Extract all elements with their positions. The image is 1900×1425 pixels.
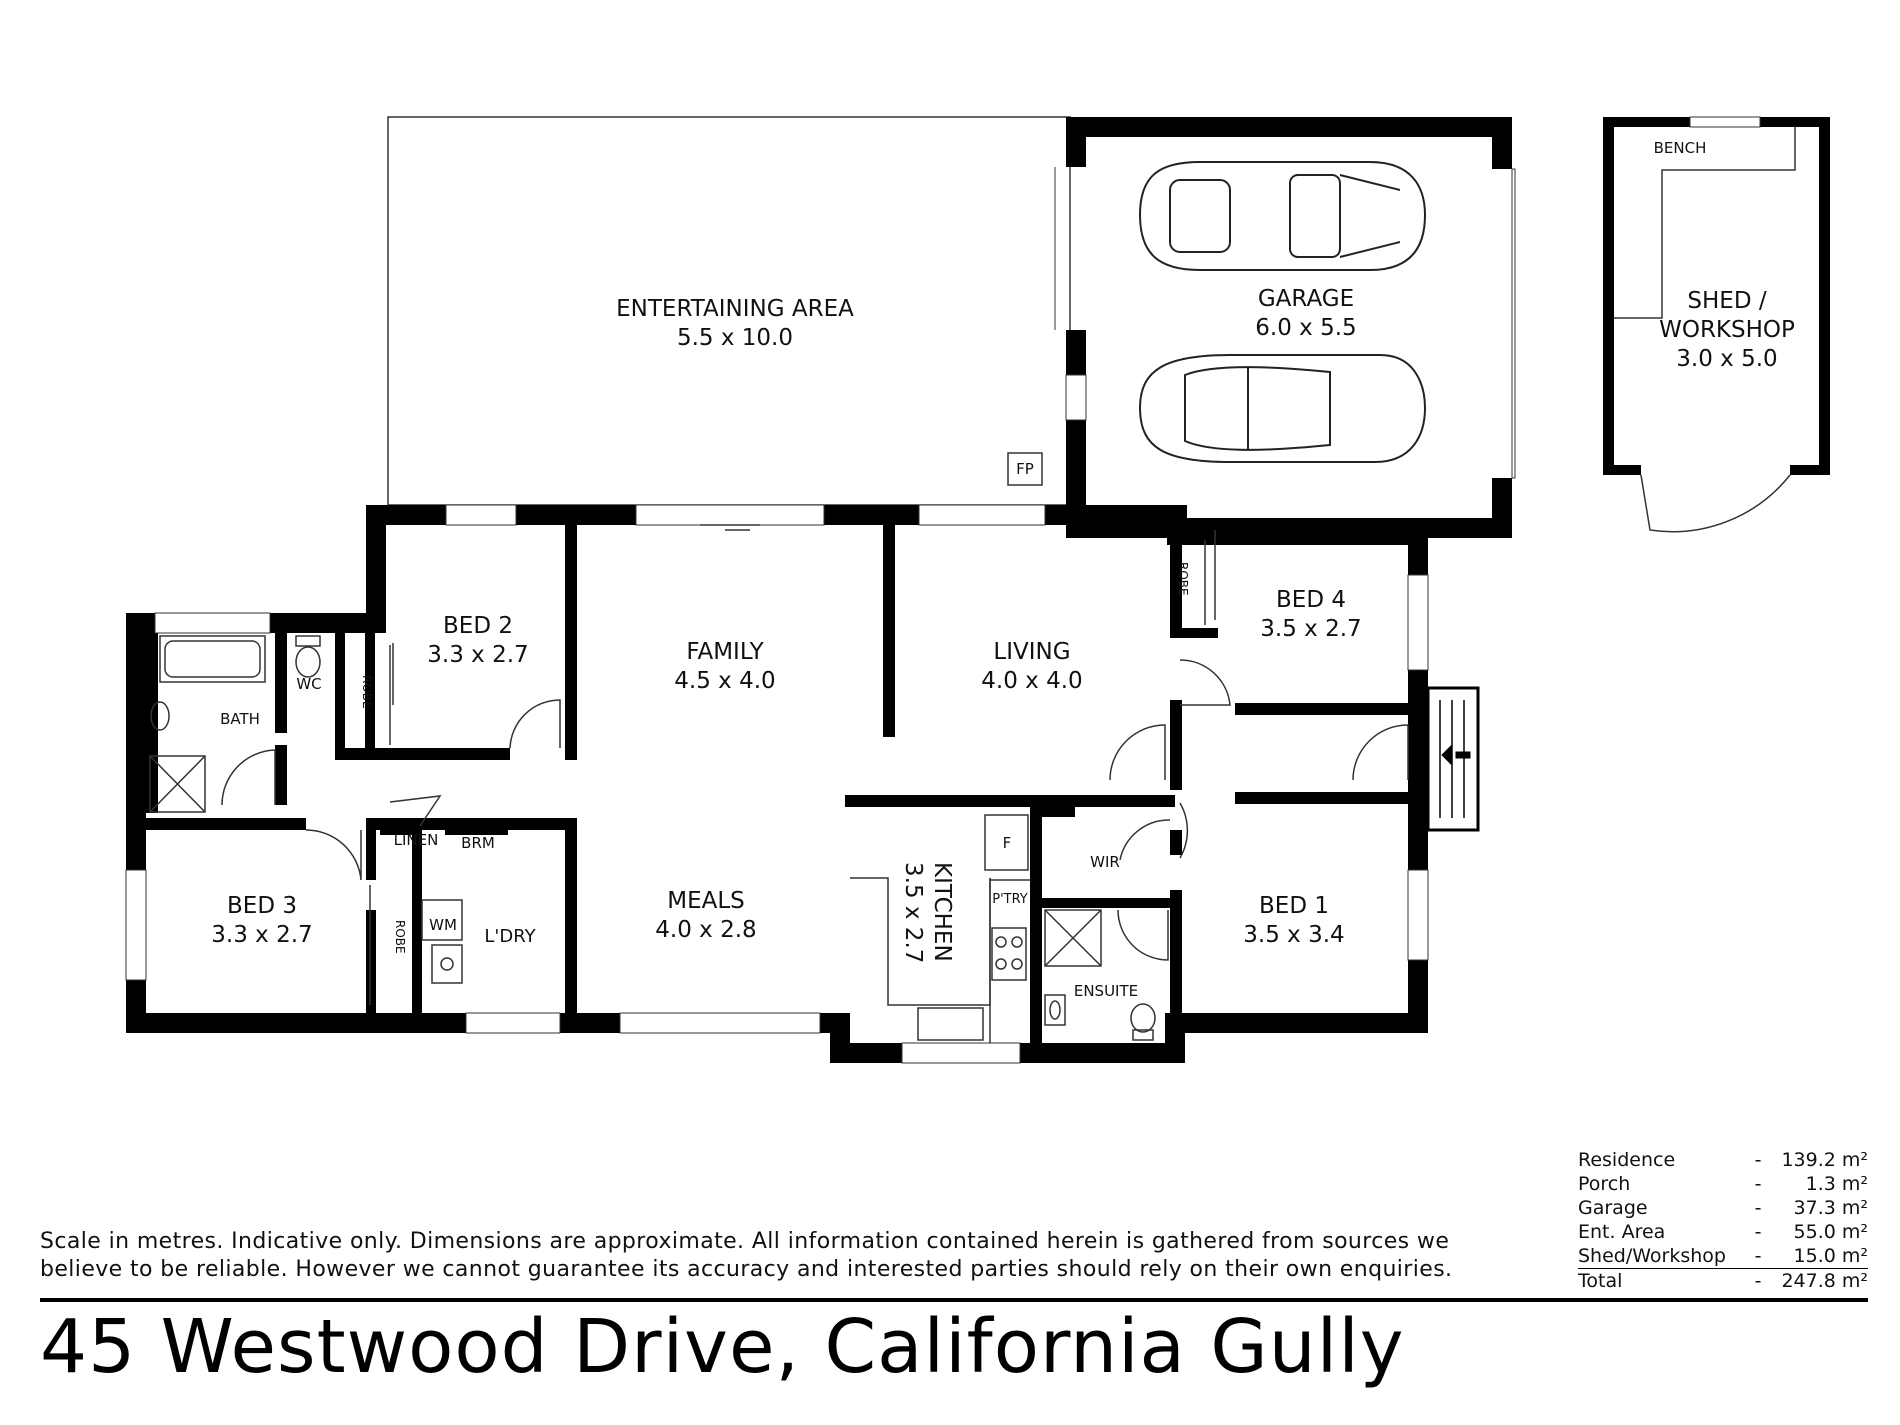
wc-label: WC	[296, 675, 321, 693]
area-summary: Residence - 139.2 m² Porch - 1.3 m² Gara…	[1578, 1148, 1868, 1293]
shed-size: 3.0 x 5.0	[1676, 346, 1777, 372]
bath-fixtures	[149, 635, 321, 813]
bed1-size: 3.5 x 3.4	[1243, 922, 1344, 948]
interior-walls	[146, 525, 1410, 1043]
area-label: Porch	[1578, 1173, 1631, 1195]
shed-bench	[1614, 127, 1796, 319]
door-swings	[221, 659, 1409, 961]
fridge-label: F	[1003, 834, 1012, 852]
area-label: Ent. Area	[1578, 1221, 1666, 1243]
entertaining-size: 5.5 x 10.0	[677, 325, 793, 351]
area-label: Shed/Workshop	[1578, 1245, 1726, 1267]
brm-label: BRM	[461, 834, 495, 852]
bed2-size: 3.3 x 2.7	[427, 642, 528, 668]
area-value: 55.0 m²	[1793, 1221, 1868, 1243]
ensuite-fixtures	[1044, 909, 1156, 1041]
area-row: Ent. Area - 55.0 m²	[1578, 1220, 1868, 1244]
disclaimer: Scale in metres. Indicative only. Dimens…	[40, 1228, 1560, 1284]
garage-door-line	[1511, 168, 1516, 479]
area-value: 1.3 m²	[1805, 1173, 1868, 1195]
house-walls	[126, 505, 1428, 1063]
bed3-name: BED 3	[227, 893, 297, 919]
area-label: Total	[1578, 1270, 1623, 1292]
area-label: Garage	[1578, 1197, 1648, 1219]
bath-label: BATH	[220, 710, 260, 728]
area-dash: -	[1754, 1270, 1762, 1292]
garage-name: GARAGE	[1258, 286, 1354, 312]
shed-door-swing	[1640, 474, 1791, 533]
porch	[1426, 686, 1480, 832]
bed4-name: BED 4	[1276, 587, 1346, 613]
area-dash: -	[1754, 1197, 1762, 1219]
area-value: 37.3 m²	[1793, 1197, 1868, 1219]
bed1-name: BED 1	[1259, 893, 1329, 919]
address-rule	[40, 1298, 1868, 1302]
wir-label: WIR	[1090, 853, 1120, 871]
bed4-size: 3.5 x 2.7	[1260, 616, 1361, 642]
area-value: 139.2 m²	[1781, 1149, 1868, 1171]
area-row: Porch - 1.3 m²	[1578, 1172, 1868, 1196]
bed2-name: BED 2	[443, 613, 513, 639]
kitchen-fixtures	[421, 814, 1030, 1043]
robe-label-bed4: ROBE	[1176, 562, 1190, 596]
family-name: FAMILY	[686, 639, 764, 665]
floor-plan: ENTERTAINING AREA 5.5 x 10.0 GARAGE 6.0 …	[125, 116, 1830, 1064]
laundry-label: L'DRY	[484, 926, 536, 947]
area-dash: -	[1754, 1149, 1762, 1171]
pantry-label: P'TRY	[992, 892, 1028, 907]
disclaimer-line-1: Scale in metres. Indicative only. Dimens…	[40, 1229, 1450, 1254]
living-name: LIVING	[993, 639, 1070, 665]
property-address: 45 Westwood Drive, California Gully	[40, 1304, 1405, 1390]
area-label: Residence	[1578, 1149, 1676, 1171]
area-row: Shed/Workshop - 15.0 m²	[1578, 1244, 1868, 1268]
area-dash: -	[1754, 1221, 1762, 1243]
robe-label-bed3: ROBE	[393, 920, 407, 954]
shed-name-2: WORKSHOP	[1659, 317, 1795, 343]
area-row-total: Total - 247.8 m²	[1578, 1268, 1868, 1293]
living-size: 4.0 x 4.0	[981, 668, 1082, 694]
area-dash: -	[1754, 1173, 1762, 1195]
kitchen-name: KITCHEN	[929, 862, 955, 962]
robe-label-bed2: ROBE	[360, 675, 374, 709]
garage-size: 6.0 x 5.5	[1255, 315, 1356, 341]
shed-name-1: SHED /	[1687, 288, 1766, 314]
meals-name: MEALS	[667, 888, 745, 914]
area-row: Garage - 37.3 m²	[1578, 1196, 1868, 1220]
family-size: 4.5 x 4.0	[674, 668, 775, 694]
windows	[125, 374, 1429, 1064]
bench-label: BENCH	[1654, 139, 1707, 157]
disclaimer-line-2: believe to be reliable. However we canno…	[40, 1257, 1453, 1282]
meals-size: 4.0 x 2.8	[655, 917, 756, 943]
area-value: 15.0 m²	[1793, 1245, 1868, 1267]
ensuite-label: ENSUITE	[1074, 982, 1138, 1000]
area-dash: -	[1754, 1245, 1762, 1267]
wm-label: WM	[429, 916, 457, 934]
sliding-doors	[369, 524, 1216, 1005]
bed3-size: 3.3 x 2.7	[211, 922, 312, 948]
entertaining-name: ENTERTAINING AREA	[616, 296, 854, 322]
area-row: Residence - 139.2 m²	[1578, 1148, 1868, 1172]
area-value: 247.8 m²	[1781, 1270, 1868, 1292]
car-top	[1138, 161, 1427, 271]
linen-label: LINEN	[394, 831, 439, 849]
shed-window	[1689, 116, 1761, 128]
fp-label: FP	[1016, 460, 1034, 478]
car-bottom	[1138, 354, 1427, 463]
kitchen-size: 3.5 x 2.7	[900, 862, 926, 963]
fireplace-box	[1007, 452, 1043, 486]
